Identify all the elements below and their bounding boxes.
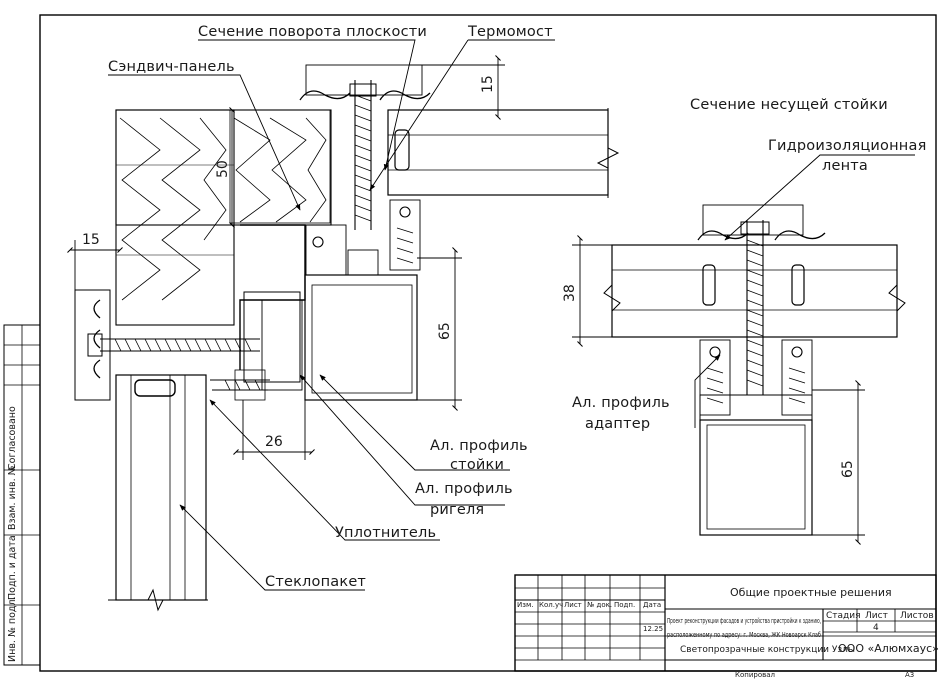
mullion-profile	[304, 274, 418, 401]
label-thermal-break: Термомост	[467, 24, 553, 40]
label-seal: Уплотнитель	[335, 525, 436, 541]
tb-sheet-number: 4	[873, 623, 879, 633]
vertical-glass	[115, 374, 207, 601]
stamp-inv-original: Инв. № подл.	[7, 596, 18, 662]
label-sandwich-panel: Сэндвич-панель	[108, 59, 235, 75]
label-al-profile-adapter-1: Ал. профиль	[572, 395, 670, 411]
tb-drawing-name: Светопрозрачные конструкции Узлы	[680, 645, 855, 655]
upper-glass	[387, 109, 609, 196]
label-al-profile-mullion-2: стойки	[450, 457, 504, 473]
tb-date: 12.25	[643, 625, 663, 633]
stamp-agreed: Согласовано	[7, 406, 18, 470]
tb-h-list: Лист	[564, 601, 582, 609]
right-glass	[611, 244, 898, 338]
dim-38: 38	[562, 284, 578, 302]
tb-copied: Копировал	[735, 671, 775, 679]
tb-project-line1: Проект реконструкции фасадов и устройств…	[667, 617, 821, 625]
mullion-section-drawing	[603, 204, 906, 536]
right-leaders	[694, 154, 915, 428]
label-section-mullion: Сечение несущей стойки	[690, 97, 888, 113]
tb-sheets-header: Листов	[900, 611, 934, 621]
dim-65-left: 65	[437, 322, 453, 340]
tb-stage-header: Стадия	[826, 611, 861, 621]
sheet-frame	[39, 14, 937, 672]
tb-h-podp: Подп.	[614, 601, 635, 609]
dim-15-left: 15	[82, 232, 100, 248]
right-dimensions	[572, 235, 865, 545]
adapter-profile	[699, 394, 813, 421]
tb-h-kolich: Кол.уч	[539, 601, 563, 609]
dim-26: 26	[265, 434, 283, 450]
tb-h-data: Дата	[643, 601, 661, 609]
side-stamp: Согласовано Взам. инв. № Подп. и дата Ин…	[3, 324, 41, 666]
right-mullion-profile	[699, 419, 813, 536]
label-al-profile-mullion-1: Ал. профиль	[430, 438, 528, 454]
left-leaders	[108, 39, 555, 591]
label-glazing-unit: Стеклопакет	[265, 574, 366, 590]
label-al-profile-transom-1: Ал. профиль	[415, 481, 513, 497]
tb-sheet-header: Лист	[865, 611, 888, 621]
dim-15-top: 15	[480, 75, 496, 93]
tb-project-line2: расположенному по адресу: г. Москва, ЖК …	[667, 631, 821, 639]
label-al-profile-adapter-2: адаптер	[585, 416, 650, 432]
tb-company: ООО «Алюмхаус»	[838, 642, 939, 655]
left-dimensions	[67, 55, 505, 460]
label-al-profile-transom-2: ригеля	[430, 502, 484, 518]
tb-main-title: Общие проектные решения	[730, 586, 892, 599]
tb-h-ndoc: № док.	[587, 601, 612, 609]
stamp-replaced-inv: Взам. инв. №	[7, 465, 18, 530]
title-block	[514, 574, 937, 672]
dim-65-right: 65	[840, 460, 856, 478]
label-section-turn: Сечение поворота плоскости	[198, 24, 427, 40]
dim-50: 50	[215, 160, 231, 178]
tb-format: А3	[905, 671, 914, 679]
stamp-sign-date: Подп. и дата	[7, 535, 18, 600]
label-waterproof-2: лента	[822, 158, 868, 174]
tb-h-izm: Изм.	[517, 601, 533, 609]
label-waterproof-1: Гидроизоляционная	[768, 138, 927, 154]
